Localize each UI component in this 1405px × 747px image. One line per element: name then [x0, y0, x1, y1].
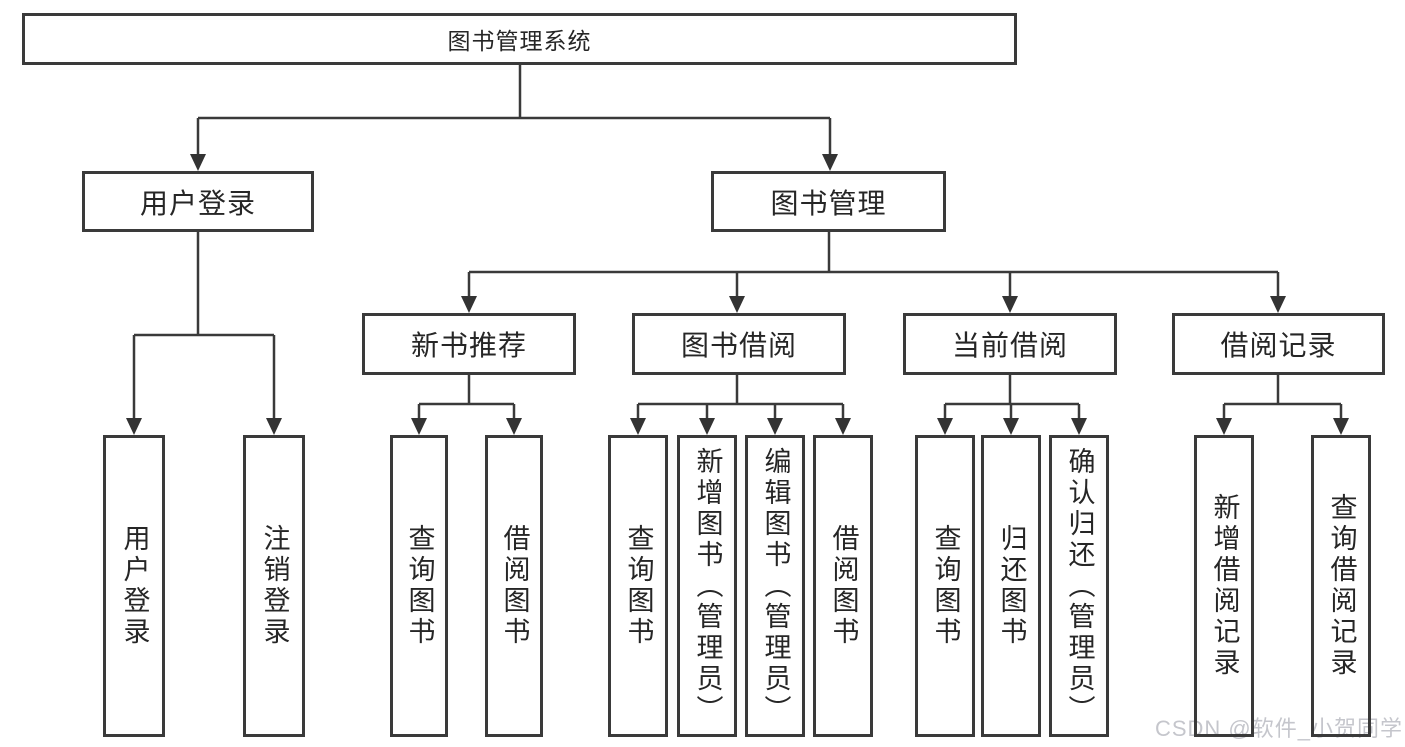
leaf-query-books-current: 查询图书 [915, 435, 975, 737]
leaf-add-books-admin: 新增图书（管理员） [677, 435, 737, 737]
node-book-management: 图书管理 [711, 171, 946, 232]
leaf-query-borrow-record: 查询借阅记录 [1311, 435, 1371, 737]
node-library-management-system: 图书管理系统 [22, 13, 1017, 65]
node-label: 借阅图书 [499, 524, 530, 648]
node-label: 归还图书 [996, 524, 1027, 648]
node-book-borrow: 图书借阅 [632, 313, 846, 375]
node-label: 编辑图书（管理员） [760, 446, 791, 726]
node-label: 查询借阅记录 [1326, 493, 1357, 679]
node-label: 新增借阅记录 [1209, 493, 1240, 679]
node-label: 当前借阅 [951, 330, 1068, 361]
leaf-add-borrow-record: 新增借阅记录 [1194, 435, 1254, 737]
node-label: 新增图书（管理员） [692, 446, 723, 726]
leaf-return-books: 归还图书 [981, 435, 1041, 737]
node-label: 注销登录 [259, 524, 290, 648]
node-label: 借阅记录 [1220, 330, 1337, 361]
leaf-user-login: 用户登录 [103, 435, 165, 737]
node-label: 用户登录 [119, 524, 150, 648]
leaf-borrow-books-borrow: 借阅图书 [813, 435, 873, 737]
node-label: 图书管理 [770, 187, 887, 219]
leaf-logout: 注销登录 [243, 435, 305, 737]
node-label: 图书借阅 [680, 330, 797, 361]
node-new-book-recommend: 新书推荐 [362, 313, 576, 375]
node-label: 新书推荐 [410, 330, 527, 361]
leaf-edit-books-admin: 编辑图书（管理员） [745, 435, 805, 737]
node-current-borrow: 当前借阅 [903, 313, 1117, 375]
leaf-query-books-borrow: 查询图书 [608, 435, 668, 737]
node-borrow-records: 借阅记录 [1172, 313, 1385, 375]
leaf-query-books-recommend: 查询图书 [390, 435, 448, 737]
leaf-borrow-books-recommend: 借阅图书 [485, 435, 543, 737]
node-label: 查询图书 [930, 524, 961, 648]
node-label: 借阅图书 [828, 524, 859, 648]
leaf-confirm-return-admin: 确认归还（管理员） [1049, 435, 1109, 737]
node-label: 确认归还（管理员） [1064, 446, 1095, 726]
node-user-login: 用户登录 [82, 171, 314, 232]
node-label: 用户登录 [139, 187, 256, 219]
node-label: 查询图书 [404, 524, 435, 648]
node-label: 查询图书 [623, 524, 654, 648]
node-label: 图书管理系统 [447, 28, 592, 54]
